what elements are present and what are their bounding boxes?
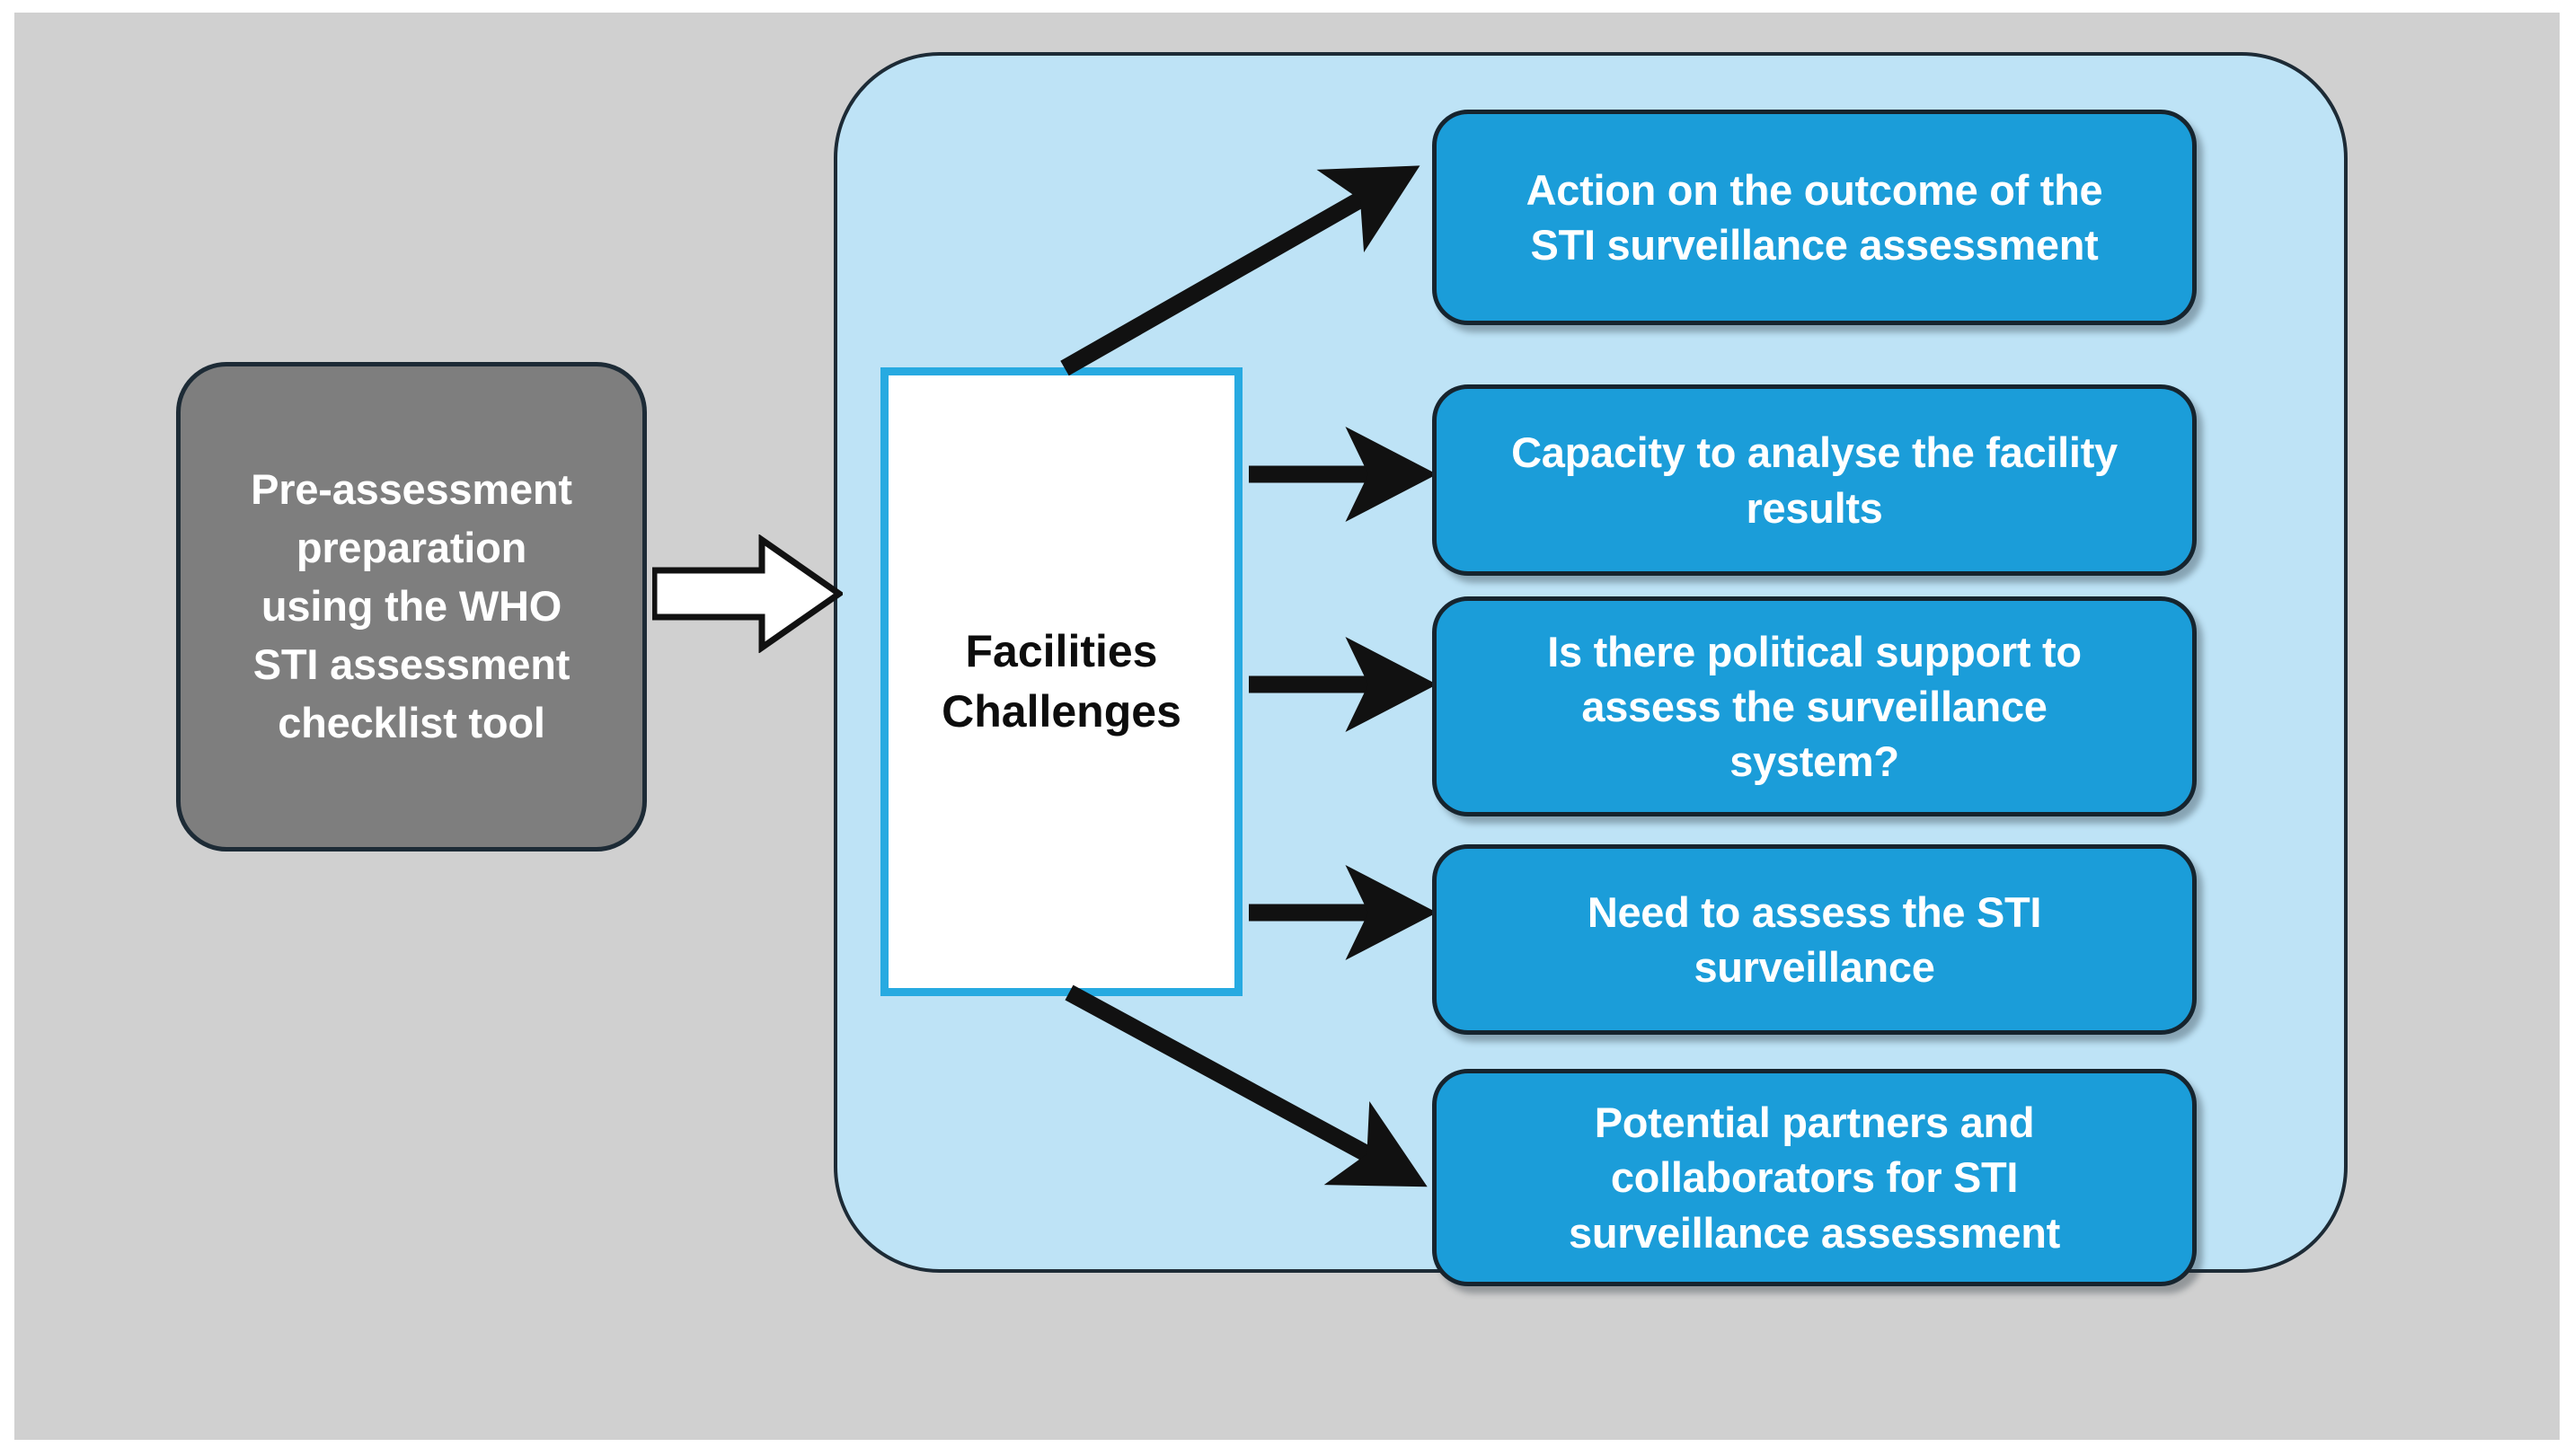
challenge-4-line-3: surveillance assessment xyxy=(1568,1208,2060,1257)
challenge-2-line-2: assess the surveillance xyxy=(1581,682,2048,730)
challenge-0-line-1: Action on the outcome of the xyxy=(1526,165,2103,214)
facilities-challenges-label: Facilities Challenges xyxy=(942,622,1181,743)
challenge-3-line-2: surveillance xyxy=(1694,943,1935,991)
challenge-card-potential-partners[interactable]: Potential partners and collaborators for… xyxy=(1432,1069,2197,1286)
challenge-1-line-1: Capacity to analyse the facility xyxy=(1511,428,2118,477)
pre-assessment-line-2: preparation xyxy=(296,524,527,572)
challenge-3-line-1: Need to assess the STI xyxy=(1587,887,2042,936)
challenge-card-political-support[interactable]: Is there political support to assess the… xyxy=(1432,596,2197,816)
challenge-label-potential-partners: Potential partners and collaborators for… xyxy=(1569,1095,2060,1259)
pre-assessment-line-1: Pre-assessment xyxy=(251,465,572,514)
facilities-challenges-hub[interactable]: Facilities Challenges xyxy=(880,367,1243,996)
challenge-card-need-to-assess[interactable]: Need to assess the STI surveillance xyxy=(1432,844,2197,1035)
challenge-4-line-2: collaborators for STI xyxy=(1610,1153,2019,1202)
pre-assessment-line-4: STI assessment xyxy=(252,640,571,688)
pre-assessment-label: Pre-assessment preparation using the WHO… xyxy=(251,461,572,752)
challenge-0-line-2: STI surveillance assessment xyxy=(1530,221,2099,269)
block-arrow-right-icon xyxy=(652,534,843,653)
challenge-label-capacity-to-analyse: Capacity to analyse the facility results xyxy=(1511,425,2118,534)
challenge-label-need-to-assess: Need to assess the STI surveillance xyxy=(1587,885,2042,994)
challenge-card-capacity-to-analyse[interactable]: Capacity to analyse the facility results xyxy=(1432,384,2197,576)
challenge-1-line-2: results xyxy=(1746,483,1883,532)
hub-line-2: Challenges xyxy=(942,686,1181,737)
challenge-label-action-on-outcome: Action on the outcome of the STI surveil… xyxy=(1526,163,2103,272)
challenge-label-political-support: Is there political support to assess the… xyxy=(1547,624,2082,789)
pre-assessment-node[interactable]: Pre-assessment preparation using the WHO… xyxy=(176,362,647,852)
challenge-2-line-1: Is there political support to xyxy=(1547,627,2082,675)
challenge-card-action-on-outcome[interactable]: Action on the outcome of the STI surveil… xyxy=(1432,110,2197,325)
challenge-2-line-3: system? xyxy=(1729,737,1899,786)
pre-assessment-line-3: using the WHO xyxy=(261,582,562,631)
challenge-4-line-1: Potential partners and xyxy=(1594,1099,2035,1147)
hub-line-1: Facilities xyxy=(965,625,1158,676)
pre-assessment-line-5: checklist tool xyxy=(278,698,545,746)
